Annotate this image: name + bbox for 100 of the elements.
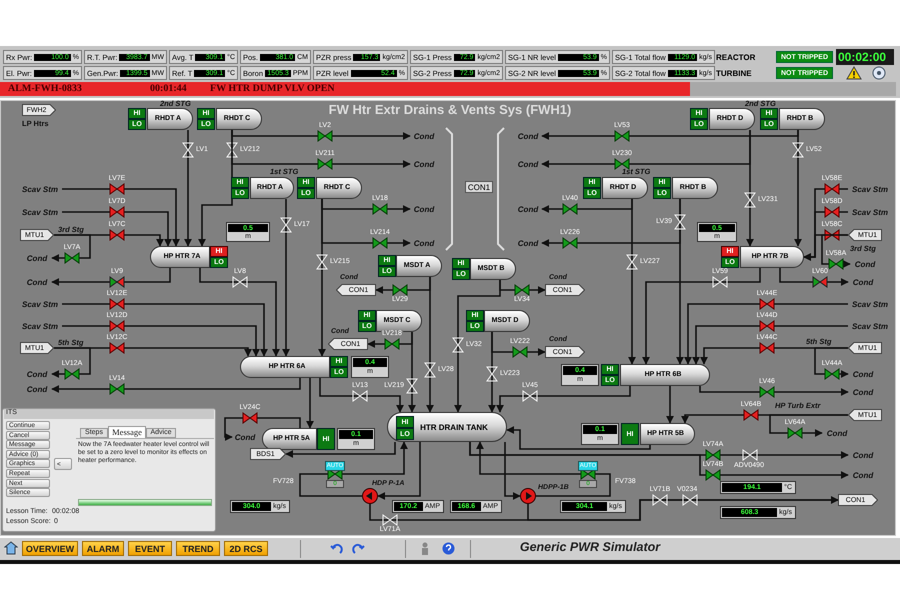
pipe-line xyxy=(321,199,411,247)
pipe-line xyxy=(285,442,396,458)
pipe-line xyxy=(821,234,851,268)
readout-display xyxy=(720,506,796,519)
app-title: Generic PWR Simulator xyxy=(518,540,662,556)
pipe-line xyxy=(666,386,674,424)
pipe-line xyxy=(408,332,416,413)
stream-label: Scav Stm xyxy=(848,320,892,332)
pipe-line xyxy=(377,442,421,500)
stream-label: Scav Stm xyxy=(18,206,62,218)
alarm-text: FW HTR DUMP VLV OPEN xyxy=(210,83,336,95)
pipe-line xyxy=(699,386,849,396)
pipe-line xyxy=(231,130,411,140)
tab: Message xyxy=(108,426,146,438)
pipe-line xyxy=(504,442,521,500)
pipe-line xyxy=(224,417,301,441)
stream-label: Scav Stm xyxy=(848,206,892,218)
pipe-line xyxy=(814,347,849,378)
nav-button: 2D RCS xyxy=(224,541,268,556)
nav-button: ALARM xyxy=(82,541,124,556)
level-display xyxy=(226,222,270,242)
pipe-line xyxy=(51,347,91,378)
pipe-line xyxy=(184,130,192,247)
pipe-line xyxy=(794,130,802,247)
pipe-line xyxy=(426,277,434,413)
level-display xyxy=(351,356,389,378)
pipe-line xyxy=(628,199,636,365)
stream-label: Cond xyxy=(232,431,258,443)
readout-display xyxy=(560,500,626,513)
tank xyxy=(387,412,507,442)
stream-label: Cond xyxy=(822,427,852,439)
stream-label: Cond xyxy=(410,130,438,142)
pipe-line xyxy=(62,188,180,247)
pipe-line xyxy=(62,211,172,247)
alarm-text: ALM-FWH-0833 xyxy=(8,83,83,95)
stream-label: Cond xyxy=(848,386,878,398)
pipe-line xyxy=(488,332,496,413)
pipe-line xyxy=(199,268,280,357)
status-label: REACTOR xyxy=(716,52,756,64)
pipe-line xyxy=(541,130,799,140)
level-display xyxy=(337,428,375,450)
readout-display xyxy=(230,500,290,513)
pipe-line xyxy=(299,441,408,497)
tag-box: CON1 xyxy=(465,181,493,193)
pipe-line xyxy=(319,378,404,413)
level-display xyxy=(561,364,599,386)
pipe-line xyxy=(496,386,631,413)
stream-label: Cond xyxy=(514,158,542,170)
stream-label: Cond xyxy=(22,276,52,288)
status-label: TURBINE xyxy=(716,68,753,80)
nav-button: OVERVIEW xyxy=(22,541,78,556)
level-display xyxy=(697,222,737,242)
pipe-line xyxy=(469,442,849,479)
pipe-line xyxy=(51,378,301,393)
stream-label: Scav Stm xyxy=(18,298,62,310)
tank-label: HTR DRAIN TANK xyxy=(420,422,488,432)
pipe-line xyxy=(692,325,848,365)
pipe-line xyxy=(51,234,91,262)
readout-display xyxy=(450,500,502,513)
pipe-line xyxy=(779,268,849,286)
pipe-line xyxy=(62,325,260,357)
pipe-line xyxy=(506,426,651,450)
stream-label: Scav Stm xyxy=(848,298,892,310)
stream-label: Cond xyxy=(850,258,880,270)
pipe-line xyxy=(642,268,761,365)
stream-label: Cond xyxy=(22,252,52,264)
pipe-line xyxy=(684,303,848,365)
pump-symbol xyxy=(520,488,536,504)
pipe-line xyxy=(676,199,684,365)
pipe-line xyxy=(527,496,839,521)
stream-label: Cond xyxy=(22,368,52,380)
nav-button: TREND xyxy=(176,541,220,556)
pump-symbol xyxy=(362,488,378,504)
stream-label: Scav Stm xyxy=(18,183,62,195)
nav-button: EVENT xyxy=(128,541,172,556)
stream-label: Cond xyxy=(848,368,878,380)
pipe-line xyxy=(769,414,848,437)
diagram-title: FW Htr Extr Drains & Vents Sys (FWH1) xyxy=(328,102,572,117)
readout-display xyxy=(392,500,444,513)
readout-display xyxy=(720,481,796,494)
stream-label: Cond xyxy=(410,158,438,170)
stream-label: Cond xyxy=(514,203,542,215)
stream-label: Cond xyxy=(410,203,438,215)
stream-label: Scav Stm xyxy=(18,320,62,332)
stream-label: Cond xyxy=(848,276,878,288)
pipe-line xyxy=(746,130,754,247)
stream-label: Cond xyxy=(410,237,438,249)
stream-label: Cond xyxy=(514,237,542,249)
stream-label: Cond xyxy=(514,130,542,142)
pipe-line xyxy=(476,441,611,497)
stream-label: Cond xyxy=(848,449,878,461)
pipe-line xyxy=(454,280,501,413)
pipe-line xyxy=(231,130,411,168)
level-display xyxy=(581,423,619,445)
stream-label: Cond xyxy=(22,383,52,395)
alarm-text: 00:01:44 xyxy=(150,83,188,95)
stream-label: Scav Stm xyxy=(848,183,892,195)
pipe-line xyxy=(62,303,268,357)
pipe-line xyxy=(306,378,314,429)
clock-display: 00:02:00 xyxy=(836,49,894,65)
